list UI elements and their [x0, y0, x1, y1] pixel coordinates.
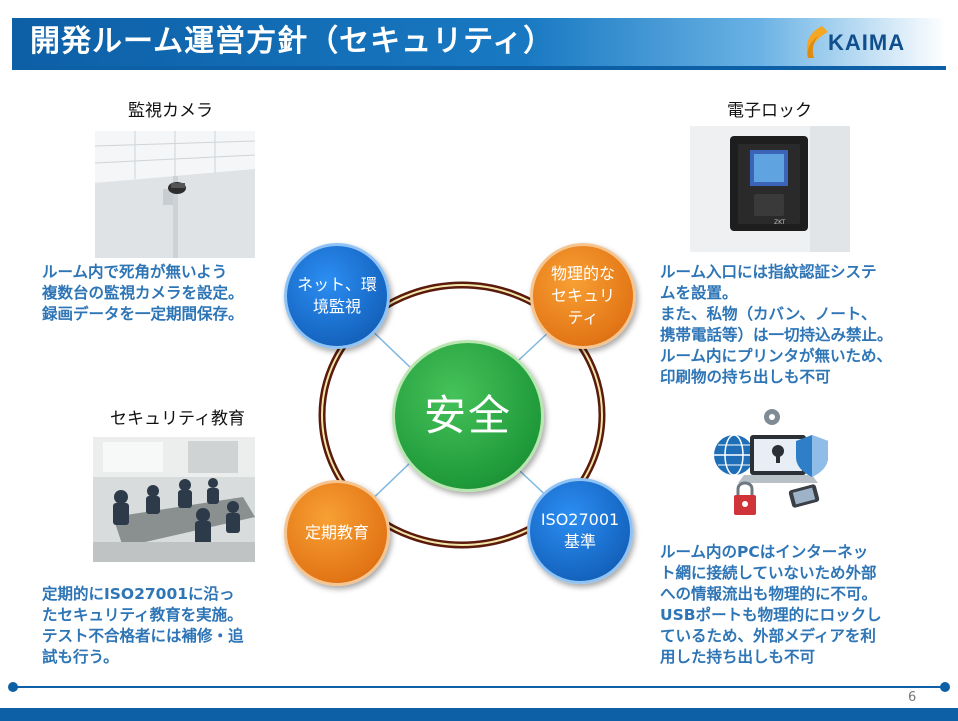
header-underline — [12, 66, 946, 70]
page-title: 開発ルーム運営方針（セキュリティ） — [30, 24, 555, 59]
globe-icon — [714, 434, 754, 476]
camera-photo — [95, 131, 255, 258]
laptop-icon — [738, 435, 818, 483]
network-description: ルーム内のPCはインターネッ ト網に接続していないため外部 への情報流出も物理的… — [660, 543, 882, 666]
regular-training-circle: 定期教育 — [284, 480, 390, 586]
logo-mark-icon — [806, 26, 828, 58]
lock-photo: ZKT — [690, 126, 850, 252]
network-monitoring-circle: ネット、環 境監視 — [284, 243, 390, 349]
education-caption: セキュリティ教育 — [110, 409, 245, 429]
company-logo: KAIMA — [800, 24, 928, 60]
camera-description: ルーム内で死角が無いよう 複数台の監視カメラを設定。 録画データを一定期間保存。 — [42, 263, 244, 323]
logo-text: KAIMA — [828, 30, 906, 55]
iso-standard-circle: ISO27001 基準 — [527, 478, 633, 584]
svg-text:ZKT: ZKT — [774, 219, 786, 226]
footer-bar — [0, 708, 958, 721]
center-safety-circle: 安全 — [392, 340, 544, 492]
header-bar — [12, 18, 946, 66]
training-photo — [93, 437, 255, 562]
physical-security-circle: 物理的な セキュリ ティ — [530, 243, 636, 349]
security-ring-highlight — [321, 284, 603, 546]
gear-icon — [764, 409, 780, 425]
education-description: 定期的にISO27001に沿っ たセキュリティ教育を実施。 テスト不合格者には補… — [42, 585, 244, 666]
lock-description: ルーム入口には指紋認証システ ムを設置。 また、私物（カバン、ノート、 携帯電話… — [660, 263, 893, 386]
phone-icon — [788, 484, 820, 508]
padlock-icon — [734, 481, 756, 515]
footer-line — [12, 686, 946, 688]
page-number: 6 — [908, 690, 917, 705]
network-security-illustration — [710, 405, 840, 525]
camera-caption: 監視カメラ — [128, 101, 213, 121]
shield-icon — [796, 435, 828, 477]
lock-caption: 電子ロック — [727, 101, 812, 121]
footer-dot-left — [8, 682, 18, 692]
footer-dot-right — [940, 682, 950, 692]
